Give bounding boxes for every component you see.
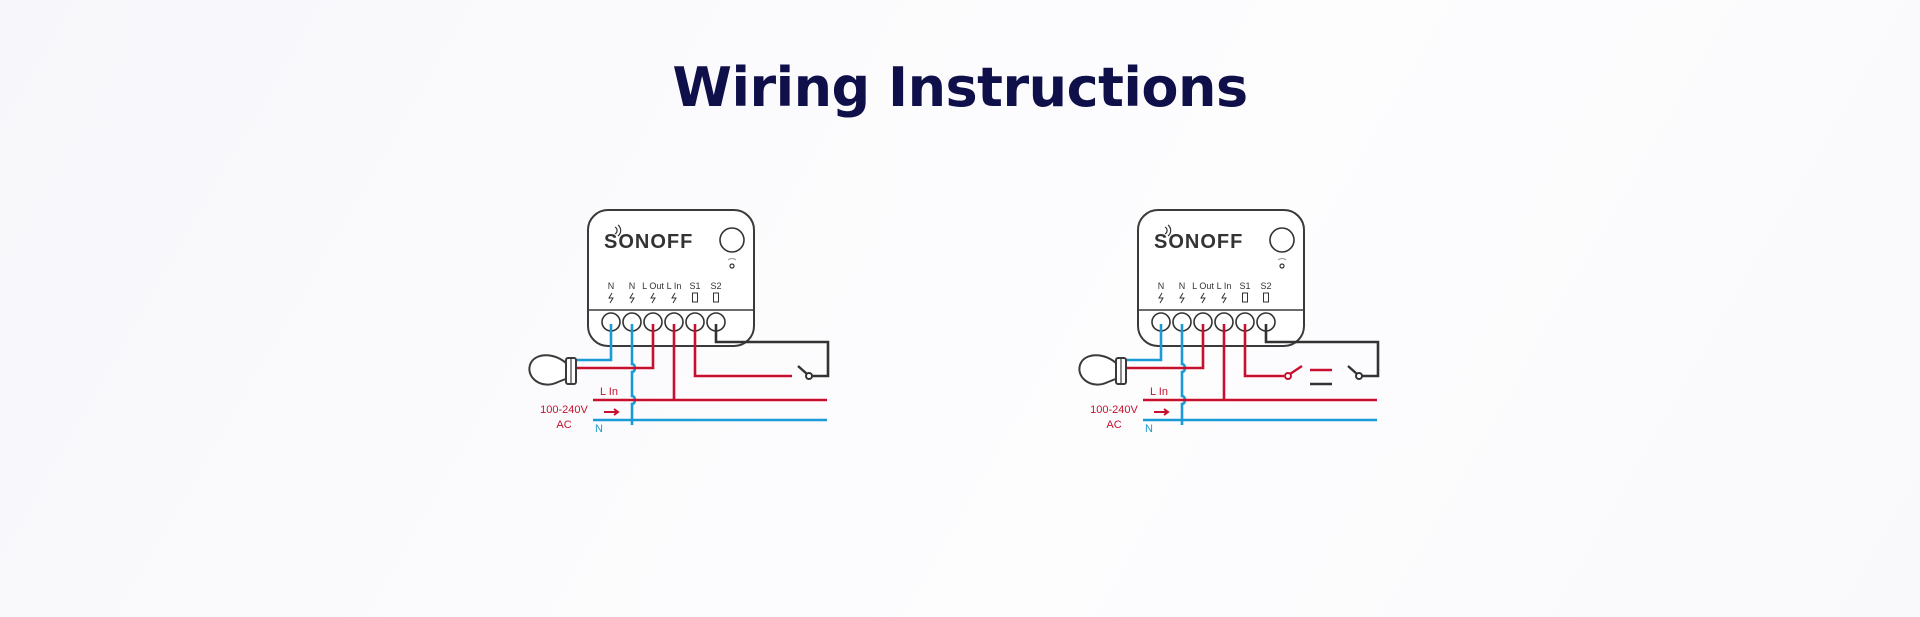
switch-pivot xyxy=(805,372,813,380)
page-title: Wiring Instructions xyxy=(672,56,1248,119)
pairing-button xyxy=(719,227,745,253)
power-icon xyxy=(671,292,677,304)
terminal-label: L Out xyxy=(642,281,664,291)
wire-s1 xyxy=(693,324,792,378)
wire-lamp-live xyxy=(1126,324,1205,370)
terminal-label: L Out xyxy=(1192,281,1214,291)
neutral-label: N xyxy=(595,423,603,435)
wire-lamp-live xyxy=(576,324,655,370)
wifi-led-icon xyxy=(727,258,737,269)
brand-logo: SONOFF xyxy=(604,231,693,253)
power-icon xyxy=(608,292,614,304)
terminal-label: N xyxy=(629,281,636,291)
wire-neutral-supply xyxy=(1180,324,1187,425)
pairing-button xyxy=(1269,227,1295,253)
live-in-label: L In xyxy=(600,386,618,398)
arrow-right-icon xyxy=(1154,408,1170,416)
power-icon xyxy=(629,292,635,304)
signal-icon xyxy=(614,224,622,237)
power-icon xyxy=(1179,292,1185,304)
terminal-label: L In xyxy=(1217,281,1232,291)
terminal-label: S1 xyxy=(689,281,700,291)
switch-pivot xyxy=(1284,372,1292,380)
wifi-led-icon xyxy=(1277,258,1287,269)
neutral-label: N xyxy=(1145,423,1153,435)
terminal-label: L In xyxy=(667,281,682,291)
lamp-icon xyxy=(528,354,577,386)
terminal-label: N xyxy=(1179,281,1186,291)
switch-terminal-icon xyxy=(713,292,719,303)
voltage-label: 100-240V xyxy=(540,404,588,416)
terminal-label: N xyxy=(608,281,615,291)
wire-lamp-neutral xyxy=(576,324,613,362)
switch-pivot xyxy=(1355,372,1363,380)
brand-logo: SONOFF xyxy=(1154,231,1243,253)
wire-lamp-neutral xyxy=(1126,324,1163,362)
signal-icon xyxy=(1164,224,1172,237)
live-in-label: L In xyxy=(1150,386,1168,398)
arrow-right-icon xyxy=(604,408,620,416)
lamp-icon xyxy=(1078,354,1127,386)
switch-lever xyxy=(797,365,808,375)
terminal-label: S2 xyxy=(710,281,721,291)
switch-terminal-icon xyxy=(692,292,698,303)
terminal-label: S1 xyxy=(1239,281,1250,291)
terminal-label: N xyxy=(1158,281,1165,291)
wire-neutral-supply xyxy=(630,324,637,425)
wire-s2 xyxy=(714,324,830,378)
terminal-label: S2 xyxy=(1260,281,1271,291)
wire-s2 xyxy=(1264,324,1380,378)
power-icon xyxy=(1221,292,1227,304)
power-icon xyxy=(1158,292,1164,304)
switch-terminal-icon xyxy=(1263,292,1269,303)
switch-lever xyxy=(1289,365,1303,375)
ac-label: AC xyxy=(1106,419,1121,431)
voltage-label: 100-240V xyxy=(1090,404,1138,416)
switch-terminal-icon xyxy=(1242,292,1248,303)
power-icon xyxy=(1200,292,1206,304)
ac-label: AC xyxy=(556,419,571,431)
wire-s1 xyxy=(1243,324,1284,378)
power-icon xyxy=(650,292,656,304)
switch-lever xyxy=(1347,365,1358,375)
